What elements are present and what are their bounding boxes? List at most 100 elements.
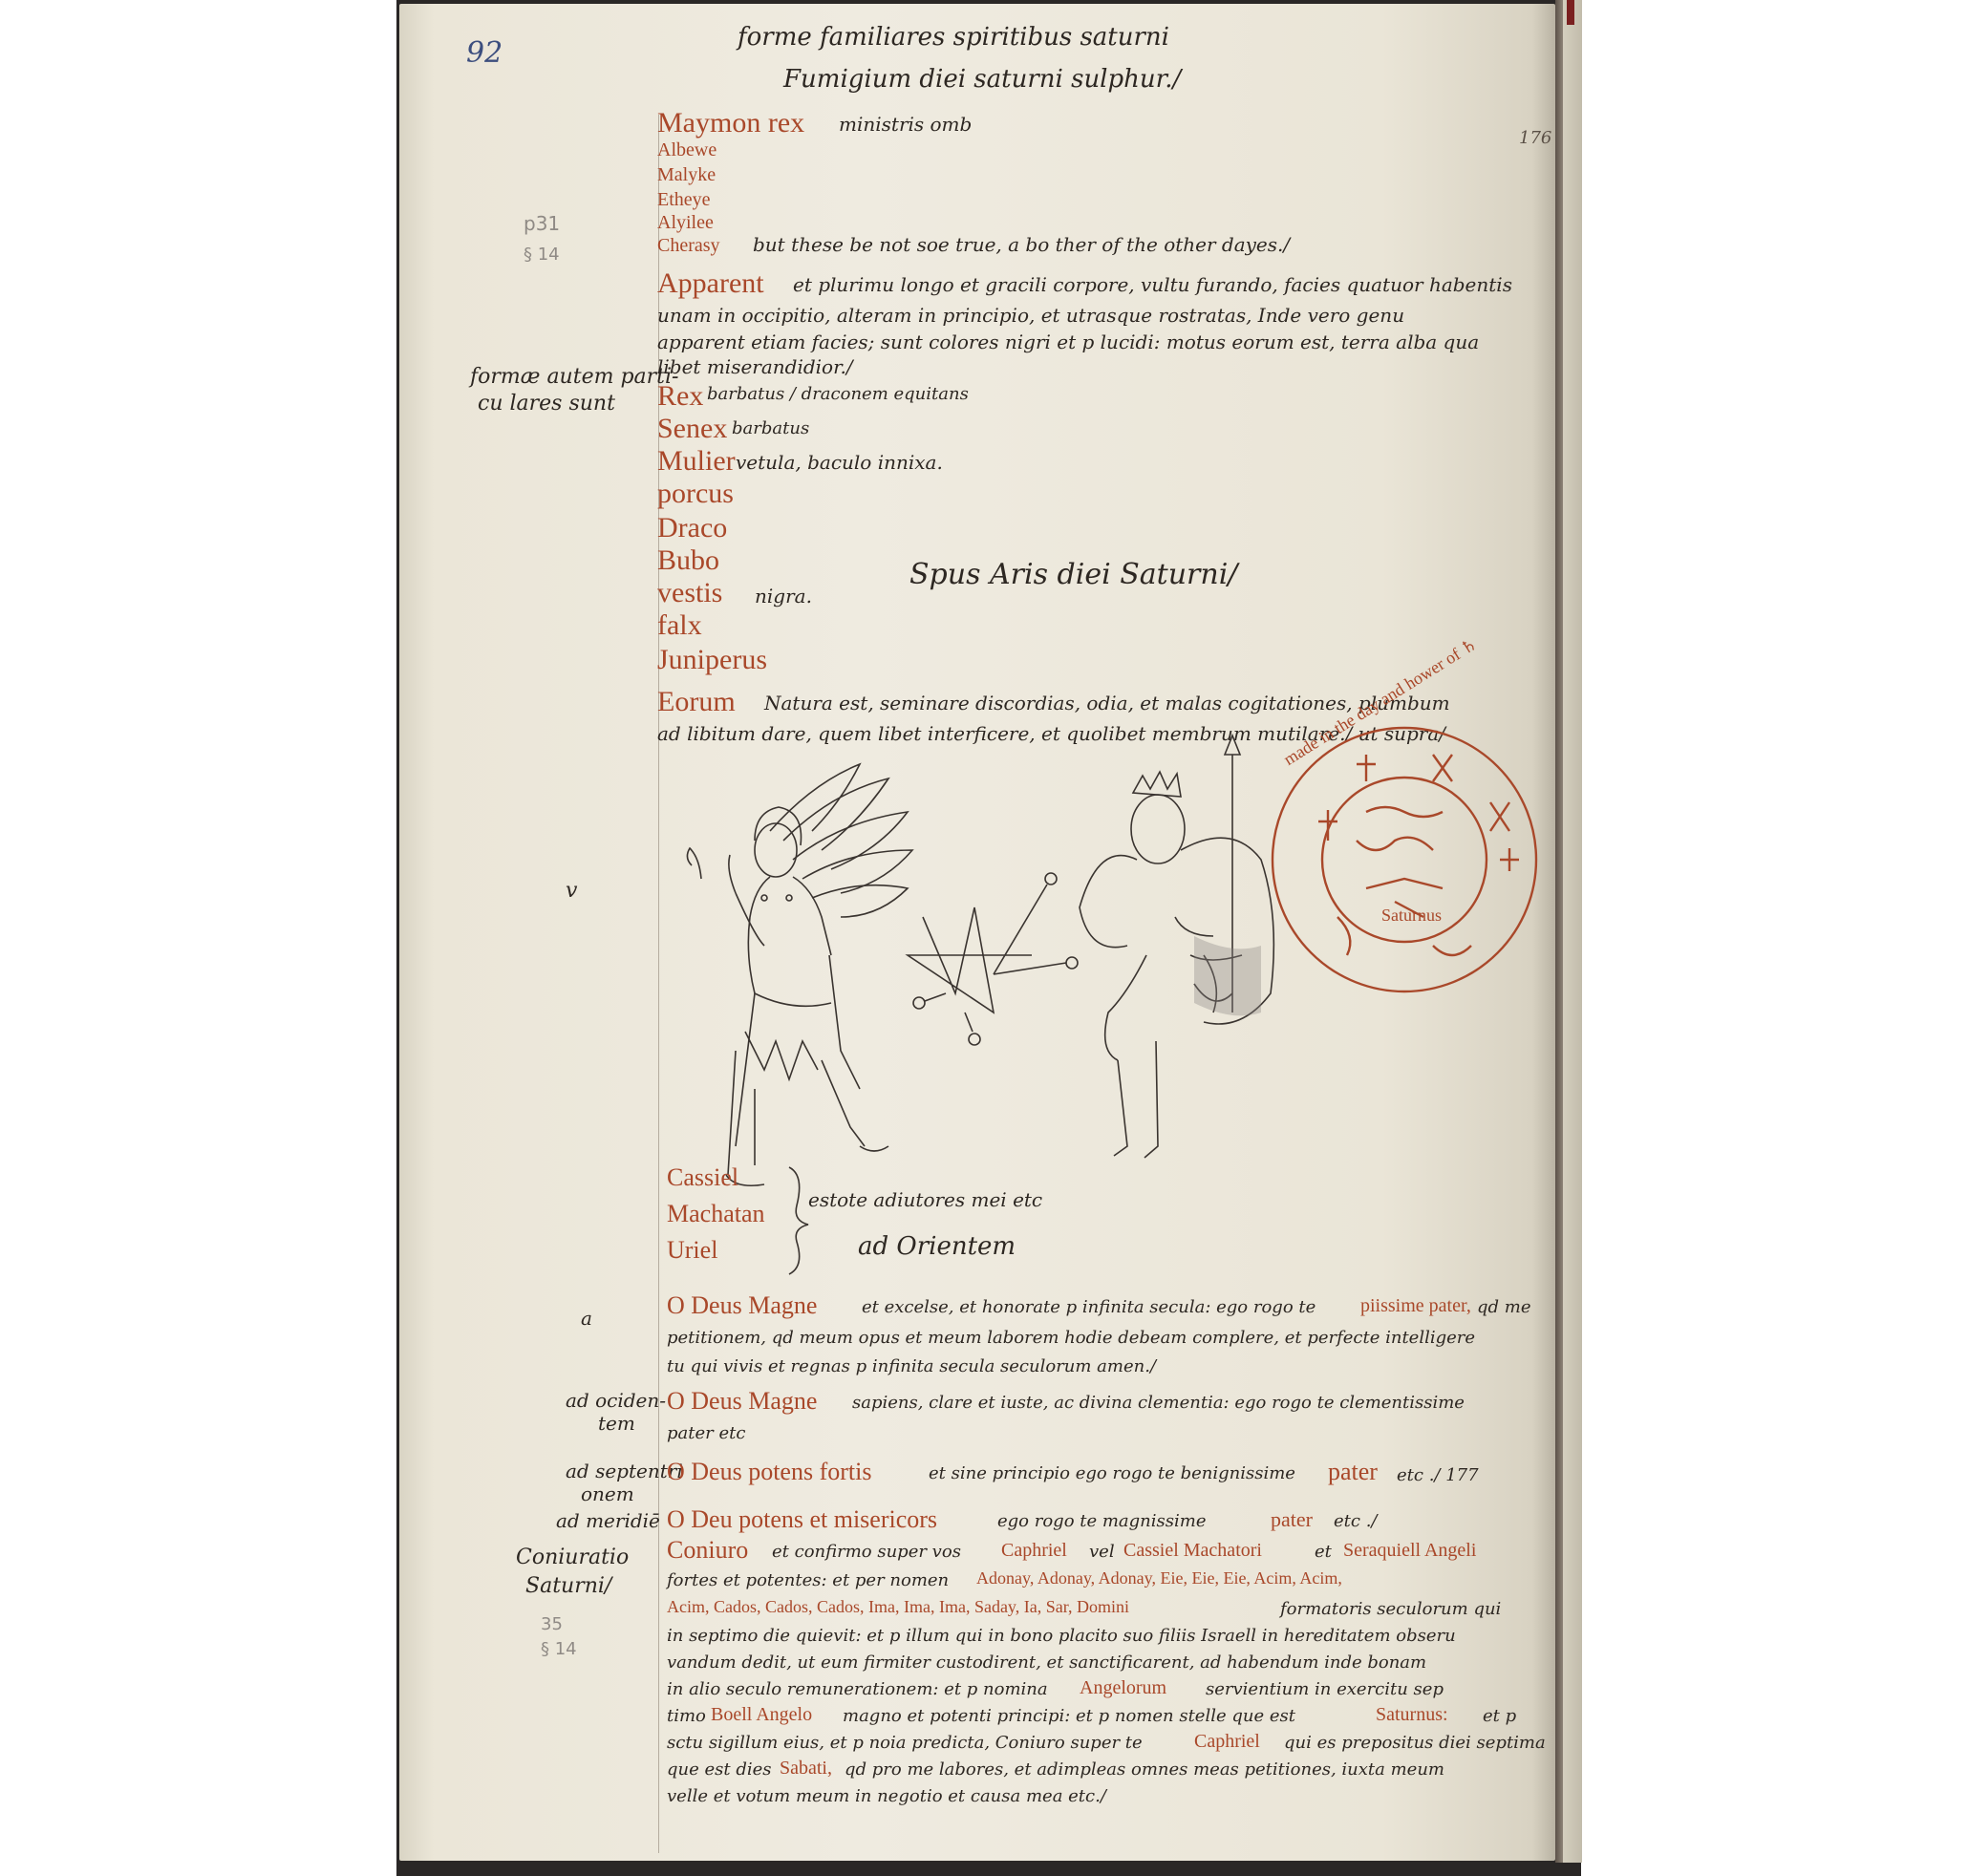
eorum-line: ad libitum dare, quem libet interficere,… <box>657 722 1446 745</box>
form-note: barbatus / draconem equitans <box>707 384 969 404</box>
form-name: Mulier <box>657 445 736 477</box>
spirit-name: Alyilee <box>657 212 714 233</box>
saturn-sigil-drawing <box>905 872 1079 1046</box>
saturn-seal-circle <box>1271 726 1538 993</box>
coniuratio-margin: Coniuratio <box>516 1546 630 1569</box>
coniuratio-red: Angelorum <box>1080 1677 1167 1698</box>
margin-mark-v: v <box>566 879 578 903</box>
spirit-name: Cherasy <box>657 235 720 256</box>
coniuratio-text: fortes et potentes: et per nomen <box>667 1570 950 1590</box>
spirit-king-note: ministris omb <box>839 113 973 136</box>
coniuratio-red: Seraquiell Angeli <box>1343 1540 1477 1561</box>
king-shading <box>1194 936 1261 1016</box>
prayer-1-lead: O Deus Magne <box>667 1291 818 1319</box>
coniuratio-text: in alio seculo remunerationem: et p nomi… <box>667 1679 1048 1699</box>
header-title: forme familiares spiritibus saturni <box>738 23 1169 52</box>
spirit-name: Etheye <box>657 189 711 210</box>
facing-page-edge <box>1563 0 1582 1863</box>
angel-name: Machatan <box>667 1200 765 1227</box>
prayer-4-end: etc ./ <box>1334 1511 1378 1531</box>
form-name: falx <box>657 609 702 641</box>
form-name: Senex <box>657 413 728 444</box>
page-number: 92 <box>466 36 503 70</box>
spirit-king: Maymon rex <box>657 107 805 139</box>
spirit-names-note: but these be not soe true, a bo ther of … <box>753 233 1291 256</box>
coniuratio-text: servientium in exercitu sep <box>1206 1679 1444 1699</box>
prayer-1-red: piissime pater, <box>1360 1295 1471 1316</box>
binding-edge <box>1567 0 1574 25</box>
apparent-line: unam in occipitio, alteram in principio,… <box>657 304 1405 327</box>
margin-formae-1: formæ autem parti- <box>470 365 679 389</box>
coniuratio-red: Boell Angelo <box>711 1704 813 1725</box>
coniuratio-red: Cassiel Machatori <box>1123 1540 1262 1561</box>
pencil-ref-1b: § 14 <box>524 245 560 265</box>
coniuratio-text: qd pro me labores, et adimpleas omnes me… <box>845 1759 1444 1780</box>
prayer-2-margin: ad ociden- <box>566 1389 666 1412</box>
eorum-lead: Eorum <box>657 686 736 717</box>
angel-direction: ad Orientem <box>858 1232 1016 1261</box>
pencil-ref-1a: p31 <box>524 212 561 235</box>
coniuratio-text: formatoris seculorum qui <box>1280 1599 1502 1619</box>
margin-formae-2: cu lares sunt <box>478 392 615 416</box>
seal-inner-label: Saturnus <box>1381 906 1442 925</box>
form-note: vetula, baculo innixa. <box>736 451 943 474</box>
prayer-4-text: ego rogo te magnissime <box>997 1511 1207 1531</box>
angel-figure-drawing <box>686 762 914 1187</box>
prayer-3-margin: ad septentri <box>566 1460 683 1482</box>
spirit-name: Malyke <box>657 164 717 185</box>
form-name: vestis <box>657 577 723 608</box>
pencil-ref-2b: § 14 <box>541 1639 577 1659</box>
coniuratio-text: et <box>1315 1542 1332 1562</box>
coniuratio-text: magno et potenti principi: et p nomen st… <box>843 1706 1295 1726</box>
coniuratio-lead: Coniuro <box>667 1536 749 1564</box>
coniuratio-red: Saturnus: <box>1376 1704 1448 1725</box>
prayer-4-lead: O Deu potens et misericors <box>667 1505 938 1533</box>
prayer-2-margin: tem <box>598 1412 635 1435</box>
form-name: Bubo <box>657 544 720 576</box>
pencil-ref-2a: 35 <box>541 1614 563 1634</box>
coniuratio-red: Adonay, Adonay, Adonay, Eie, Eie, Eie, A… <box>976 1568 1342 1588</box>
prayer-4-red: pater <box>1271 1507 1313 1531</box>
prayer-2-text: sapiens, clare et iuste, ac divina cleme… <box>852 1393 1465 1413</box>
prayer-4-margin: ad meridiē <box>556 1509 660 1532</box>
prayer-2-text: pater etc <box>667 1423 746 1443</box>
angel-name: Uriel <box>667 1236 718 1264</box>
apparent-lead: Apparent <box>657 267 764 299</box>
margin-mark-a: a <box>581 1307 592 1330</box>
form-note: barbatus <box>732 418 810 438</box>
angel-name: Cassiel <box>667 1163 739 1191</box>
apparent-line: libet miserandidior./ <box>657 355 853 378</box>
prayer-1-text: tu qui vivis et regnas p infinita secula… <box>667 1356 1157 1376</box>
page-gutter <box>1555 0 1563 1863</box>
coniuratio-red: Sabati, <box>780 1758 832 1779</box>
eorum-line: Natura est, seminare discordias, odia, e… <box>764 692 1450 714</box>
coniuratio-red: Caphriel <box>1001 1540 1067 1561</box>
prayer-1-text: petitionem, qd meum opus et meum laborem… <box>667 1328 1476 1348</box>
coniuratio-text: timo <box>667 1706 706 1726</box>
prayer-3-margin: onem <box>581 1482 634 1505</box>
angel-note: estote adiutores mei etc <box>808 1188 1043 1211</box>
spirit-name: Albewe <box>657 139 717 160</box>
coniuratio-red: Caphriel <box>1194 1731 1260 1752</box>
prayer-3-lead: O Deus potens fortis <box>667 1458 872 1485</box>
coniuratio-text: vandum dedit, ut eum firmiter custodiren… <box>667 1652 1427 1673</box>
coniuratio-text: sctu sigillum eius, et p noia predicta, … <box>667 1733 1143 1753</box>
coniuratio-red: Acim, Cados, Cados, Cados, Ima, Ima, Ima… <box>667 1597 1130 1616</box>
prayer-1-text: qd me <box>1477 1297 1531 1317</box>
ruling-line <box>658 115 659 1853</box>
coniuratio-text: qui es prepositus diei septima <box>1284 1733 1546 1753</box>
coniuratio-text: vel <box>1089 1542 1115 1562</box>
prayer-3-red: pater <box>1328 1458 1378 1485</box>
king-figure-drawing <box>1079 733 1275 1159</box>
coniuratio-text: velle et votum meum in negotio et causa … <box>667 1786 1106 1806</box>
prayer-1-text: et excelse, et honorate p infinita secul… <box>862 1297 1316 1317</box>
prayer-3-end: etc ./ 177 <box>1397 1465 1479 1485</box>
coniuratio-text: et confirmo super vos <box>772 1542 961 1562</box>
prayer-2-lead: O Deus Magne <box>667 1387 818 1415</box>
coniuratio-text: in septimo die quievit: et p illum qui i… <box>667 1626 1456 1646</box>
coniuratio-text: et p <box>1483 1706 1517 1726</box>
form-name: porcus <box>657 478 734 509</box>
section-heading: Spus Aris diei Saturni/ <box>909 558 1238 591</box>
